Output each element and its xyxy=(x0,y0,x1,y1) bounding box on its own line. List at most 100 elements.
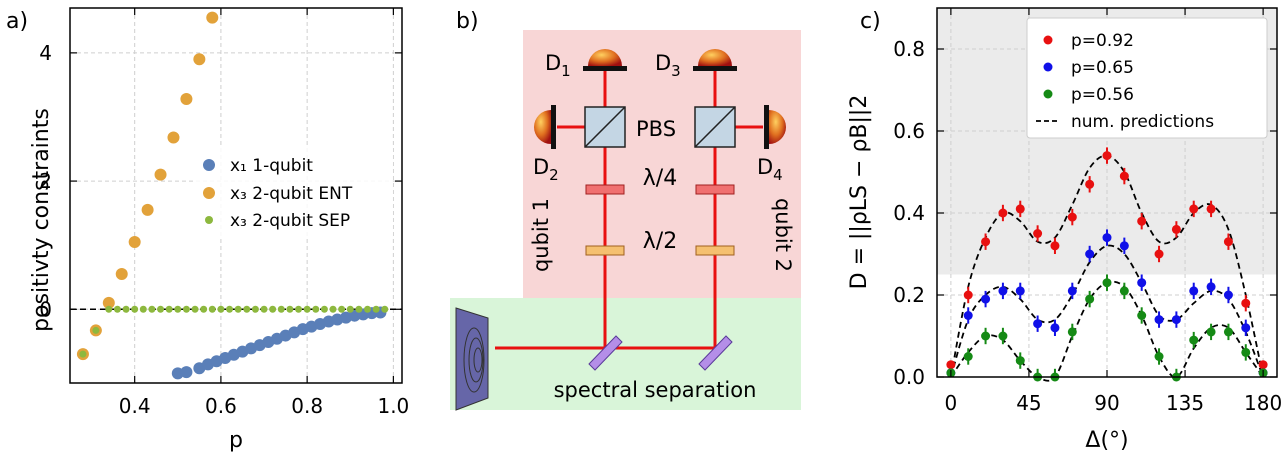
tick-label-y: 0.4 xyxy=(893,201,925,225)
data-point-p-0-92 xyxy=(1015,204,1025,214)
data-point-p-0-56 xyxy=(1119,286,1129,296)
data-point-p-0-65 xyxy=(1154,315,1164,325)
data-point-x-2-qubit-sep xyxy=(295,305,303,313)
data-point-x-2-qubit-sep xyxy=(329,305,337,313)
data-point-x-2-qubit-sep xyxy=(208,305,216,313)
data-point-p-0-92 xyxy=(1050,241,1060,251)
panel-c-xlabel: Δ(°) xyxy=(1085,428,1128,453)
data-point-p-0-65 xyxy=(1137,278,1147,288)
qubit-1-label: qubit 1 xyxy=(529,198,553,272)
data-point-x-2-qubit-sep xyxy=(243,305,251,313)
data-point-x-2-qubit-ent xyxy=(102,296,115,309)
panel-c-points xyxy=(946,147,1268,382)
data-point-p-0-92 xyxy=(1206,204,1216,214)
data-point-p-0-65 xyxy=(1119,241,1129,251)
pbs-label: PBS xyxy=(636,117,676,141)
half-wave-label: λ/2 xyxy=(643,229,677,254)
data-point-p-0-65 xyxy=(1033,319,1043,329)
tick-label-x: 45 xyxy=(1016,391,1041,415)
data-point-p-0-56 xyxy=(1015,356,1025,366)
data-point-x-2-qubit-sep xyxy=(277,305,285,313)
panel-b-label: b) xyxy=(456,9,479,34)
tick-label-x: 135 xyxy=(1166,391,1204,415)
detector-label-d2-main: D xyxy=(533,155,549,179)
pbs-icon xyxy=(584,106,736,148)
data-point-p-0-65 xyxy=(1206,282,1216,292)
tick-label-x: 0.4 xyxy=(119,394,151,418)
detector-label-d1: D1 xyxy=(545,51,571,80)
data-point-x-2-qubit-ent xyxy=(128,235,141,248)
data-point-p-0-65 xyxy=(1067,286,1077,296)
legend-label-x3-sep: x₃ 2-qubit SEP xyxy=(230,211,350,231)
data-point-p-0-56 xyxy=(1137,311,1147,320)
grating-icon xyxy=(455,307,489,411)
data-point-p-0-56 xyxy=(1206,327,1216,337)
data-point-p-0-65 xyxy=(1241,323,1251,333)
panel-a-frame xyxy=(69,7,403,384)
data-point-x-2-qubit-sep xyxy=(165,305,173,313)
data-point-p-0-92 xyxy=(1154,249,1164,259)
data-point-p-0-56 xyxy=(1189,335,1199,345)
data-point-x-2-qubit-ent xyxy=(115,268,128,281)
data-point-x-2-qubit-sep xyxy=(79,350,87,358)
data-point-x-2-qubit-sep xyxy=(92,326,100,334)
legend-label-x1-1-qubit: x₁ 1-qubit xyxy=(230,156,313,176)
panel-a-legend-box xyxy=(193,148,393,238)
detector-label-d4-main: D xyxy=(757,155,773,179)
detector-labels: D1 D3 D2 D4 xyxy=(533,51,783,184)
panel-a-xlabel: p xyxy=(229,428,243,453)
detector-label-d3: D3 xyxy=(655,51,681,80)
data-point-p-0-92 xyxy=(1189,204,1199,214)
data-point-x-2-qubit-sep xyxy=(122,305,130,313)
data-point-p-0-56 xyxy=(998,331,1008,341)
data-point-p-0-56 xyxy=(981,331,991,341)
data-point-x-2-qubit-sep xyxy=(346,305,354,313)
data-point-p-0-92 xyxy=(998,208,1008,218)
data-point-p-0-65 xyxy=(1085,249,1095,259)
detector-label-d3-main: D xyxy=(655,51,671,75)
tick-label-y: 0.8 xyxy=(893,37,925,61)
data-point-p-0-92 xyxy=(1085,179,1095,189)
legend-marker-p092 xyxy=(1043,35,1053,45)
data-point-x-2-qubit-sep xyxy=(139,305,147,313)
legend-marker-x3-sep xyxy=(205,216,213,224)
data-point-p-0-65 xyxy=(1050,323,1060,333)
tick-label-y: 2 xyxy=(39,169,52,193)
data-point-p-0-56 xyxy=(1223,327,1233,337)
tick-label-x: 1.0 xyxy=(377,394,409,418)
legend-label-predictions: num. predictions xyxy=(1071,112,1214,132)
qubit-2-label: qubit 2 xyxy=(771,198,795,272)
data-point-p-0-92 xyxy=(1137,216,1147,226)
data-point-p-0-92 xyxy=(1067,212,1077,222)
quarter-wave-label: λ/4 xyxy=(643,166,677,191)
data-point-p-0-65 xyxy=(998,286,1008,296)
legend-label-p056: p=0.56 xyxy=(1071,85,1134,105)
data-point-x-2-qubit-sep xyxy=(320,305,328,313)
legend-marker-p065 xyxy=(1043,62,1053,72)
data-point-x-2-qubit-ent xyxy=(206,11,219,24)
panel-c-legend: p=0.92 p=0.65 p=0.56 num. predictions xyxy=(1026,17,1268,139)
data-point-p-0-92 xyxy=(1223,237,1233,247)
data-point-p-0-65 xyxy=(963,311,973,320)
data-point-x-2-qubit-sep xyxy=(286,305,294,313)
legend-label-p092: p=0.92 xyxy=(1071,31,1134,51)
legend-marker-p056 xyxy=(1043,89,1053,99)
wave-plate-icon xyxy=(585,184,735,256)
tick-label-x: 180 xyxy=(1244,391,1282,415)
tick-label-x: 0 xyxy=(945,391,958,415)
data-point-x-2-qubit-sep xyxy=(174,305,182,313)
separation-background xyxy=(450,298,801,410)
data-point-x-2-qubit-sep xyxy=(182,305,190,313)
data-point-x-2-qubit-sep xyxy=(105,305,113,313)
data-point-p-0-56 xyxy=(1085,294,1095,304)
panel-a-legend: x₁ 1-qubit x₃ 2-qubit ENT x₃ 2-qubit SEP xyxy=(193,148,393,238)
spectral-separation-label: spectral separation xyxy=(554,378,757,402)
data-point-x-2-qubit-ent xyxy=(167,131,180,144)
tick-label-x: 0.8 xyxy=(291,394,323,418)
data-point-p-0-92 xyxy=(963,290,973,300)
detector-label-d4: D4 xyxy=(757,155,783,184)
data-point-x-2-qubit-sep xyxy=(355,305,363,313)
